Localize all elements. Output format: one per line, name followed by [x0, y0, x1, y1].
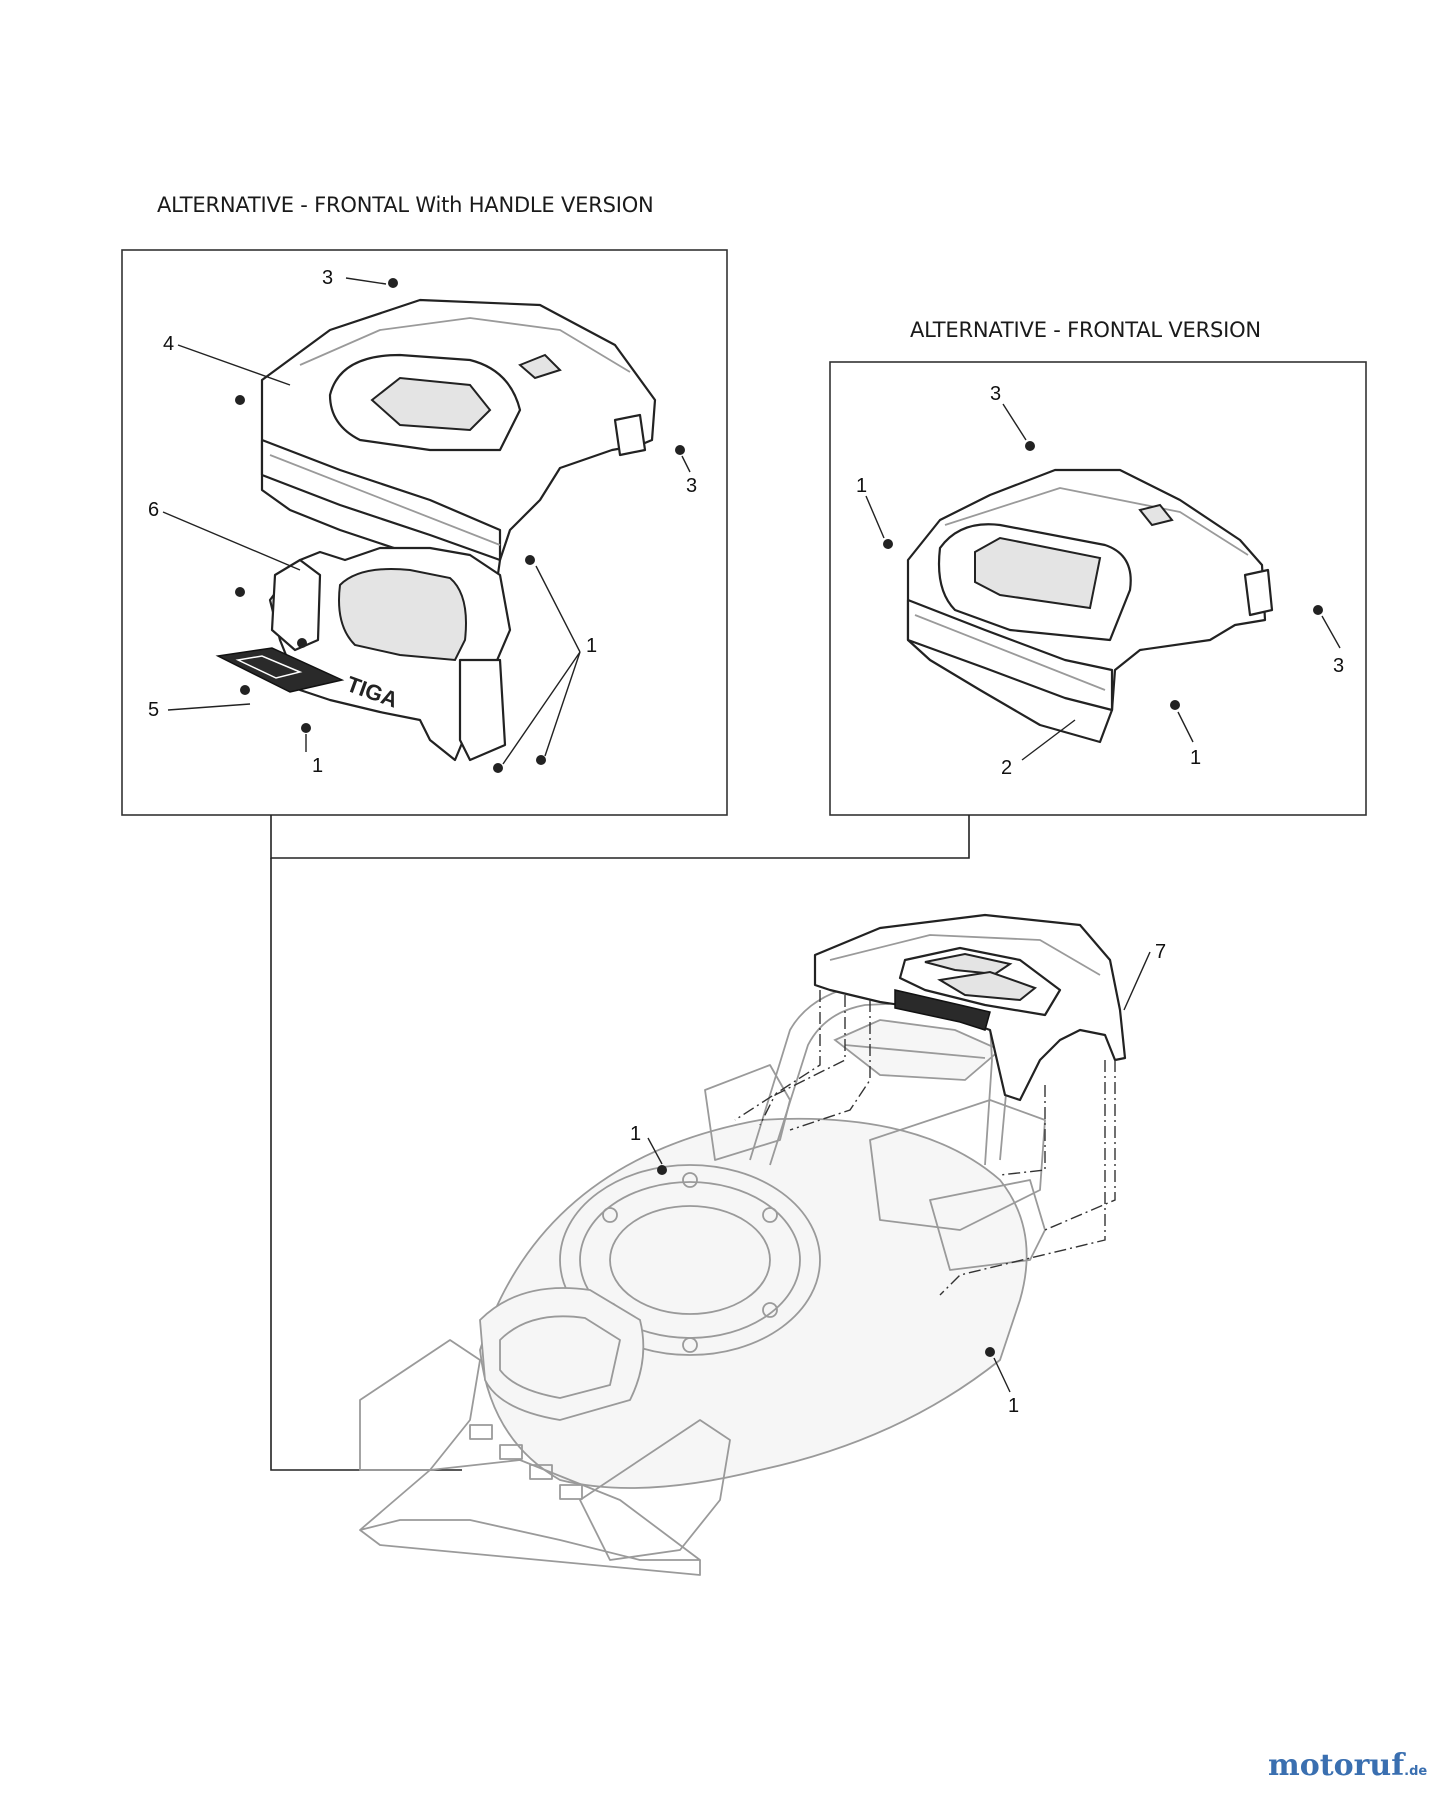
- callouts-left: 3 4 3 6 1 5 1: [148, 267, 697, 777]
- screws-right-detail: [883, 441, 1323, 710]
- title-frontal-version: ALTERNATIVE - FRONTAL VERSION: [910, 318, 1261, 342]
- watermark-logo: motoruf.de: [1268, 1748, 1427, 1783]
- watermark-tld: .de: [1404, 1764, 1428, 1779]
- callout-1: 1: [1008, 1395, 1019, 1417]
- callout-1: 1: [856, 475, 867, 497]
- frame-frontal-with-handle: [121, 249, 728, 816]
- air-guide-with-logo: TIGA: [268, 546, 512, 762]
- leader-lines-left: [162, 277, 691, 765]
- screw: [235, 587, 245, 597]
- mower-deck: [359, 1019, 1046, 1576]
- screw: [657, 1165, 667, 1175]
- callout-3: 3: [990, 383, 1001, 405]
- screw: [1170, 700, 1180, 710]
- leader-lines-main: [647, 951, 1151, 1393]
- emblem-plate: [215, 647, 345, 693]
- screw: [388, 278, 398, 288]
- leader-lines-right: [865, 403, 1341, 761]
- screw: [675, 445, 685, 455]
- screw: [536, 755, 546, 765]
- frame-frontal: [829, 361, 1367, 816]
- callout-1: 1: [630, 1123, 641, 1145]
- screw: [525, 555, 535, 565]
- callout-3: 3: [1333, 655, 1344, 677]
- screw: [301, 723, 311, 733]
- callout-3: 3: [322, 267, 333, 289]
- top-cover-with-handle: [260, 298, 657, 597]
- watermark-brand: motoruf: [1268, 1748, 1405, 1783]
- screw: [1313, 605, 1323, 615]
- callout-2: 2: [1001, 757, 1012, 779]
- rear-cover-assembled: [813, 913, 1127, 1102]
- screw: [493, 763, 503, 773]
- screws-left-detail: [235, 278, 685, 773]
- callouts-main: 7 1 1: [630, 941, 1166, 1417]
- callouts-right: 3 1 3 1 2: [856, 383, 1344, 779]
- screw: [883, 539, 893, 549]
- callout-7: 7: [1155, 941, 1166, 963]
- callout-3: 3: [686, 475, 697, 497]
- screws-main: [657, 1165, 995, 1357]
- callout-1: 1: [312, 755, 323, 777]
- screw: [297, 638, 307, 648]
- callout-6: 6: [148, 499, 159, 521]
- callout-1: 1: [1190, 747, 1201, 769]
- screw: [235, 395, 245, 405]
- assembly-lines: [734, 990, 1116, 1296]
- title-frontal-with-handle-version: ALTERNATIVE - FRONTAL With HANDLE VERSIO…: [157, 193, 654, 217]
- callout-4: 4: [163, 333, 174, 355]
- top-cover-frontal: [906, 468, 1274, 744]
- screw: [985, 1347, 995, 1357]
- callout-5: 5: [148, 699, 159, 721]
- callout-1: 1: [586, 635, 597, 657]
- screw: [240, 685, 250, 695]
- screw: [1025, 441, 1035, 451]
